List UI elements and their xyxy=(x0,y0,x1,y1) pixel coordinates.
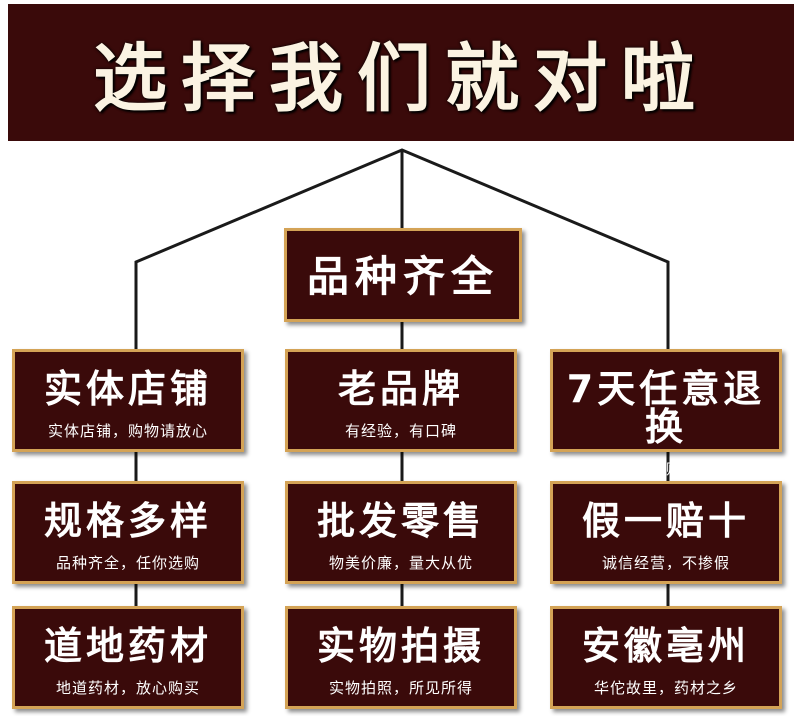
feature-box-title: 老品牌 xyxy=(337,367,464,411)
feature-box: 道地药材 地道药材，放心购买 xyxy=(12,606,244,709)
banner-title: 选择我们就对啦 xyxy=(93,36,709,122)
feature-box-title: 实体店铺 xyxy=(43,367,212,411)
feature-box-title: 实物拍摄 xyxy=(316,624,485,668)
feature-box-subtitle: 实物拍照，所见所得 xyxy=(328,679,473,697)
feature-box-subtitle: 诚信经营，不掺假 xyxy=(601,554,730,572)
feature-box: 批发零售 物美价廉，量大从优 xyxy=(285,481,517,584)
feature-box-subtitle: 消除您的购物疑虑 xyxy=(601,460,730,478)
feature-box-subtitle: 品种齐全，任你选购 xyxy=(55,554,200,572)
feature-box: 假一赔十 诚信经营，不掺假 xyxy=(550,481,782,584)
feature-box-subtitle: 有经验，有口碑 xyxy=(344,422,457,440)
feature-box-subtitle: 华佗故里，药材之乡 xyxy=(593,679,738,697)
feature-box-title: 7天任意退换 xyxy=(566,367,766,449)
feature-box: 规格多样 品种齐全，任你选购 xyxy=(12,481,244,584)
center-box-title: 品种齐全 xyxy=(306,252,499,301)
feature-box: 实体店铺 实体店铺，购物请放心 xyxy=(12,349,244,452)
feature-box: 安徽亳州 华佗故里，药材之乡 xyxy=(550,606,782,709)
feature-box: 老品牌 有经验，有口碑 xyxy=(285,349,517,452)
feature-box-subtitle: 实体店铺，购物请放心 xyxy=(47,422,208,440)
feature-box-title: 规格多样 xyxy=(43,499,212,543)
feature-box-title: 安徽亳州 xyxy=(581,624,750,668)
center-box: 品种齐全 xyxy=(284,228,522,322)
feature-box-subtitle: 地道药材，放心购买 xyxy=(55,679,200,697)
feature-box-subtitle: 物美价廉，量大从优 xyxy=(328,554,473,572)
feature-box: 7天任意退换 消除您的购物疑虑 xyxy=(550,349,782,477)
feature-box-title: 道地药材 xyxy=(43,624,212,668)
feature-box-title: 假一赔十 xyxy=(581,499,750,543)
feature-box-title: 批发零售 xyxy=(316,499,485,543)
header-banner: 选择我们就对啦 xyxy=(8,4,794,141)
feature-box: 实物拍摄 实物拍照，所见所得 xyxy=(285,606,517,709)
